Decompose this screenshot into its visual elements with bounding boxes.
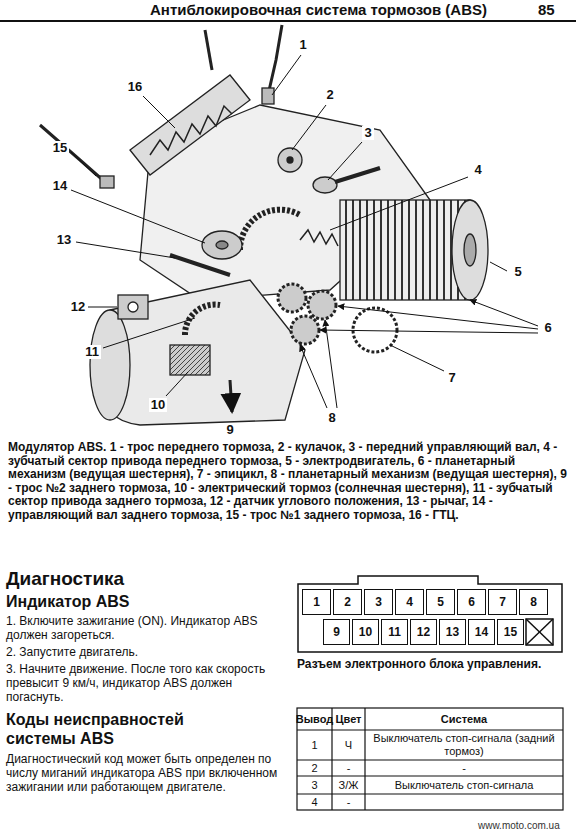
page-number: 85 [538,1,555,19]
callout-number: 16 [126,80,144,94]
subsection-heading: Коды неисправностей системы ABS [6,710,256,748]
connector-pin: 12 [410,619,437,645]
connector-pin: 10 [352,619,379,645]
callout-number: 13 [55,233,73,247]
callout-number: 10 [149,398,167,412]
table-cell: 4 [297,794,332,810]
connector-pin: 15 [497,619,524,645]
connector-pin: 9 [323,619,350,645]
connector-pin: 11 [381,619,408,645]
step-text: 3. Начните движение. После того как скор… [6,662,286,704]
section-heading: Диагностика [6,568,286,590]
pin-number: 8 [530,595,537,609]
table-cell: - [365,760,563,776]
connector-pin: 13 [439,619,466,645]
paragraph: Диагностический код может быть определен… [6,752,286,794]
table-cell: Ч [332,730,365,760]
pin-number: 10 [359,625,372,639]
pin-number: 15 [504,625,517,639]
callout-number: 7 [446,371,457,385]
callout-number: 14 [51,179,69,193]
pin-number: 14 [475,625,488,639]
watermark: www.moto.com.ua [478,820,560,832]
pin-number: 9 [333,625,340,639]
callout-number: 4 [472,163,483,177]
connector-pin: 4 [395,589,424,615]
connector-outline [298,576,562,652]
connector-pin: 6 [457,589,486,615]
pin-number: 5 [437,595,444,609]
step-text: 1. Включите зажигание (ON). Индикатор AB… [6,614,286,642]
callout-number: 15 [51,141,69,155]
subsection-heading: Индикатор ABS [6,592,286,611]
table-cell: 3 [297,776,332,794]
pin-number: 1 [313,595,320,609]
page-title: Антиблокировочная система тормозов (ABS) [150,1,487,19]
pin-table-grid [297,708,563,810]
modulator-drawing [40,25,488,425]
connector-pin: 2 [333,589,362,615]
table-cell: З/Ж [332,776,365,794]
pin-number: 4 [406,595,413,609]
pin-number: 3 [375,595,382,609]
callout-number: 1 [297,38,308,52]
figure-caption: Модулятор ABS. 1 - трос переднего тормоз… [8,441,568,522]
table-cell: - [332,760,365,776]
pin-number: 13 [446,625,459,639]
pin-number: 2 [344,595,351,609]
table-header: Цвет [332,708,365,730]
connector-pin: 1 [302,589,331,615]
callout-number: 2 [324,88,335,102]
table-header: Система [365,708,563,730]
table-cell: 2 [297,760,332,776]
connector-pin: 8 [519,589,548,615]
callout-number: 12 [69,300,87,314]
callout-number: 8 [326,411,337,425]
header-rule [0,21,576,22]
connector-caption: Разъем электронного блока управления. [297,657,563,671]
table-cell: Выключатель стоп-сигнала (задний тормоз) [365,730,563,760]
callout-number: 3 [362,126,373,140]
callout-number: 5 [512,265,523,279]
table-cell: Выключатель стоп-сигнала [365,776,563,794]
table-cell: 1 [297,730,332,760]
connector-pin: 3 [364,589,393,615]
connector-pin: 5 [426,589,455,615]
callout-number: 11 [83,345,101,359]
table-header: Вывод [297,708,332,730]
leader-lines [71,55,538,408]
connector-pin: 7 [488,589,517,615]
callout-number: 9 [224,423,235,437]
table-cell: - [332,794,365,810]
connector-pin: 14 [468,619,495,645]
pin-number: 7 [499,595,506,609]
pin-number: 12 [417,625,430,639]
step-text: 2. Запустите двигатель. [6,645,286,659]
callout-number: 6 [542,321,553,335]
pin-number: 11 [388,625,401,639]
pin-number: 6 [468,595,475,609]
